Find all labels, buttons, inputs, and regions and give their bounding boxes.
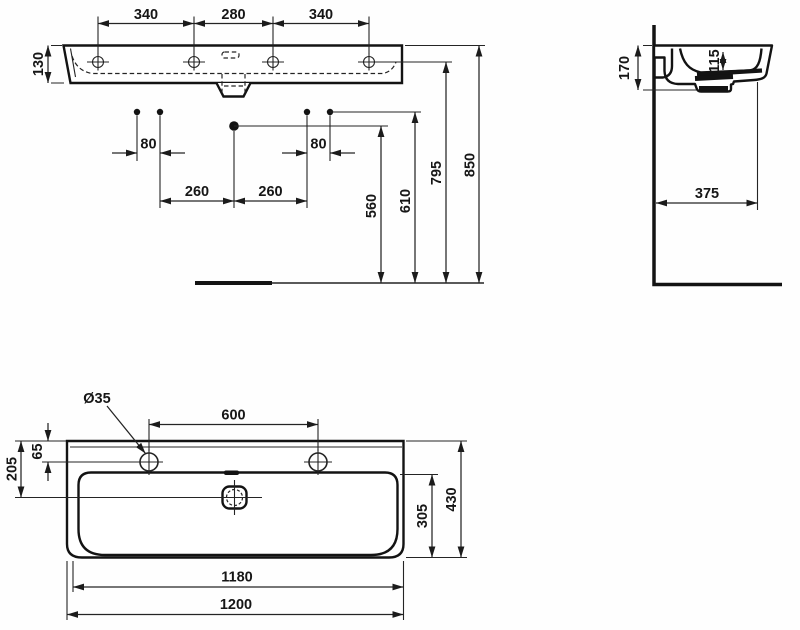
dim-label-340-left: 340: [134, 7, 158, 23]
front-overflow-slot: [221, 51, 240, 59]
dim-label-65: 65: [30, 443, 46, 459]
dim-label-1180: 1180: [221, 570, 252, 586]
dim-1180: 1180: [66, 561, 405, 620]
dim-375: 375: [656, 82, 759, 210]
dim-80-right: 80: [282, 137, 355, 157]
dim-label-305: 305: [415, 504, 431, 528]
dim-label-610: 610: [398, 189, 414, 213]
front-view: 340 280 340 130: [31, 7, 404, 98]
dim-label-205: 205: [5, 457, 21, 481]
mounting-dot-2: [156, 108, 164, 116]
dim-430: 430: [406, 440, 467, 559]
dim-1200: 1200: [67, 597, 404, 618]
plan-view: 600 Ø35 65 205 305 430: [5, 391, 467, 620]
dim-label-80-right: 80: [310, 137, 326, 153]
dim-610: 610: [398, 112, 419, 283]
dim-label-560: 560: [364, 194, 380, 218]
height-extension-lines: [234, 44, 485, 127]
dim-label-600: 600: [221, 408, 245, 424]
plan-bowl-outline: [77, 471, 399, 557]
plan-tap-hole-2: [304, 449, 332, 475]
front-left-inner-edge: [69, 48, 77, 78]
dim-label-260-right: 260: [258, 184, 282, 200]
dim-560: 560: [364, 126, 385, 283]
front-tap-hole-1: [87, 53, 109, 71]
dim-label-430: 430: [444, 487, 460, 511]
mounting-diagram: 80 80 260 260 560 610 795: [112, 44, 485, 285]
dim-hole-spacing: 340 280 340: [97, 7, 370, 54]
dim-600: 600: [148, 408, 319, 451]
mounting-extension-lines: [136, 115, 331, 208]
side-wall-bracket: [655, 48, 674, 79]
front-tap-hole-2: [183, 53, 205, 71]
wall-line: [652, 25, 782, 287]
dim-label-260-left: 260: [185, 184, 209, 200]
front-bowl-hidden-contour: [71, 55, 397, 75]
front-tap-hole-3: [262, 53, 284, 71]
dim-label-tap-diameter: Ø35: [83, 391, 110, 407]
dim-80-left: 80: [112, 137, 185, 157]
dim-label-850: 850: [463, 153, 479, 177]
dim-label-1200: 1200: [220, 597, 252, 613]
front-basin-outline: [62, 44, 404, 85]
dim-130: 130: [31, 44, 64, 84]
dim-label-795: 795: [429, 161, 445, 185]
dim-label-375: 375: [695, 186, 719, 202]
dim-label-115: 115: [707, 49, 723, 72]
dim-260-right: 260: [234, 184, 307, 205]
dim-205: 205: [5, 441, 262, 499]
dim-label-280: 280: [221, 7, 245, 23]
dim-label-170: 170: [617, 56, 633, 80]
dim-label-130: 130: [31, 52, 47, 76]
mounting-dot-3: [303, 108, 311, 116]
dim-115: 115: [707, 49, 727, 73]
dim-label-340-right: 340: [309, 7, 333, 23]
dim-795: 795: [429, 62, 450, 283]
side-view: 115 170 375: [617, 25, 782, 287]
floor-line: [195, 281, 484, 285]
dim-170: 170: [617, 44, 696, 91]
dim-260-left: 260: [160, 184, 234, 205]
plan-overflow-slot: [224, 470, 239, 475]
side-drain-boss: [694, 74, 734, 91]
front-drain-outlet: [215, 74, 252, 98]
dim-label-80-left: 80: [140, 137, 156, 153]
dim-850: 850: [463, 45, 483, 283]
dim-305: 305: [400, 473, 438, 558]
label-tap-diameter: Ø35: [83, 391, 146, 454]
plan-tap-hole-1: [135, 449, 163, 475]
mounting-dot-1: [133, 108, 141, 116]
side-bowl-bottom: [696, 68, 763, 77]
